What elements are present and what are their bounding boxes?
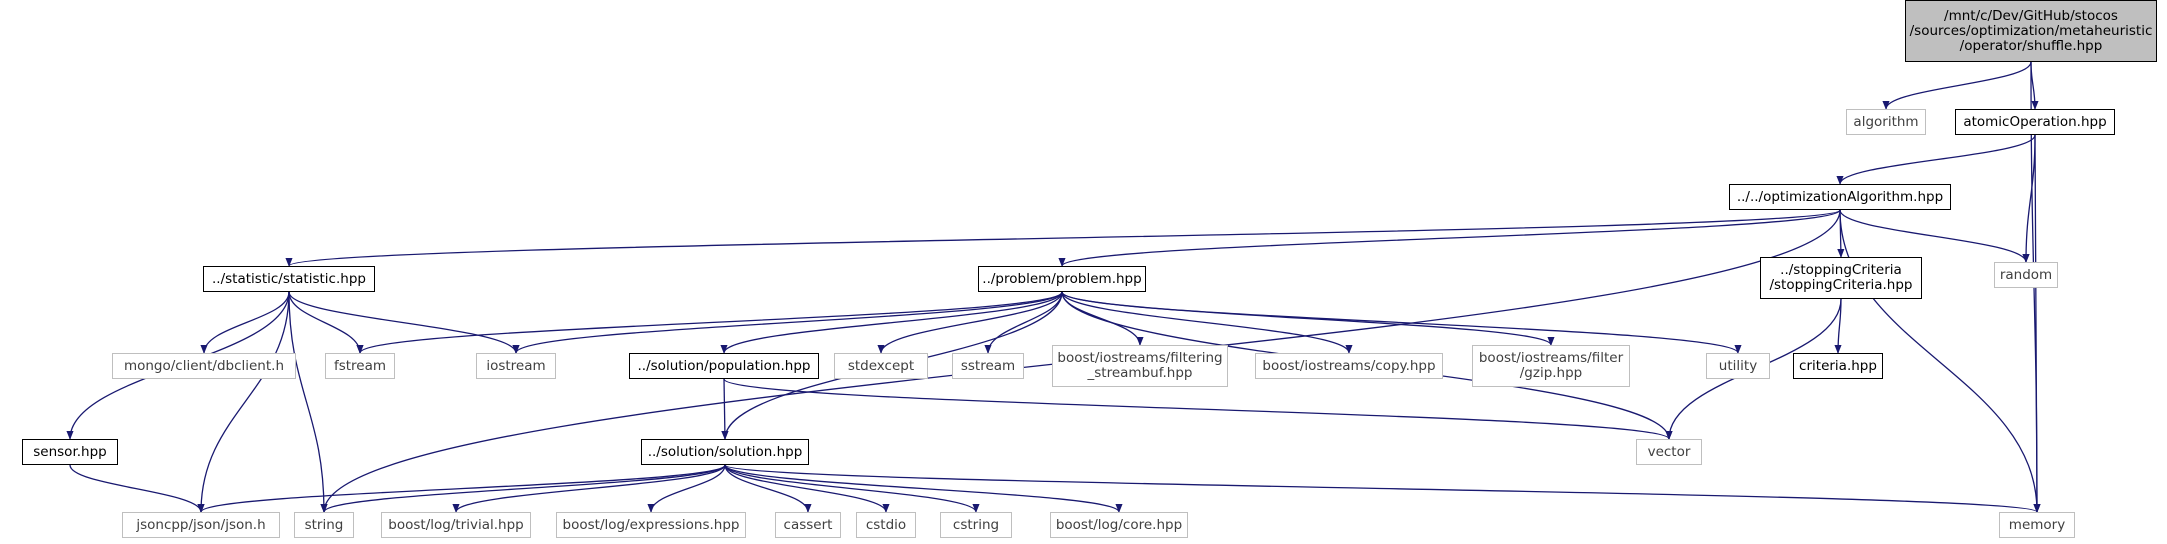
edge-statistic-to-dbclient xyxy=(200,291,290,354)
node-cstdio: cstdio xyxy=(856,512,916,538)
edge-problem-to-utility xyxy=(1061,291,1742,354)
node-filtering: boost/iostreams/filtering _streambuf.hpp xyxy=(1052,345,1228,387)
edge-problem-to-fstream xyxy=(356,291,1063,354)
edge-problem-to-iostream xyxy=(512,291,1063,354)
node-algorithm: algorithm xyxy=(1846,109,1926,135)
edge-solution-to-cassert xyxy=(724,464,812,513)
node-copy: boost/iostreams/copy.hpp xyxy=(1255,353,1443,379)
node-root[interactable]: /mnt/c/Dev/GitHub/stocos /sources/optimi… xyxy=(1905,0,2157,62)
node-gzip: boost/iostreams/filter /gzip.hpp xyxy=(1472,345,1630,387)
edge-solution-to-cstdio xyxy=(724,464,890,513)
node-criteria[interactable]: criteria.hpp xyxy=(1793,353,1883,379)
node-core: boost/log/core.hpp xyxy=(1050,512,1188,538)
node-solution[interactable]: ../solution/solution.hpp xyxy=(641,439,809,465)
edge-optalg-to-random xyxy=(1839,209,2030,263)
edge-optalg-to-statistic xyxy=(285,209,1841,267)
edge-solution-to-cstring xyxy=(724,464,980,513)
edge-problem-to-filtering xyxy=(1061,291,1144,346)
node-random: random xyxy=(1994,262,2058,288)
edge-atomicoperation-to-optalg xyxy=(1836,134,2036,185)
node-sensor[interactable]: sensor.hpp xyxy=(22,439,118,465)
node-fstream: fstream xyxy=(325,353,395,379)
node-iostream: iostream xyxy=(476,353,556,379)
edge-problem-to-population xyxy=(720,291,1063,354)
node-stdexcept: stdexcept xyxy=(834,353,928,379)
edge-sensor-to-json xyxy=(69,464,205,513)
node-statistic[interactable]: ../statistic/statistic.hpp xyxy=(203,266,375,292)
edge-solution-to-memory xyxy=(724,464,2041,513)
node-optalg[interactable]: ../../optimizationAlgorithm.hpp xyxy=(1729,184,1951,210)
edge-population-to-solution xyxy=(721,378,729,440)
node-expressions: boost/log/expressions.hpp xyxy=(556,512,746,538)
edge-problem-to-gzip xyxy=(1061,291,1555,346)
node-vector: vector xyxy=(1636,439,1702,465)
edge-solution-to-core xyxy=(724,464,1123,513)
node-cassert: cassert xyxy=(775,512,841,538)
node-memory: memory xyxy=(1999,512,2075,538)
node-dbclient: mongo/client/dbclient.h xyxy=(112,353,296,379)
edge-statistic-to-iostream xyxy=(288,291,520,354)
node-population[interactable]: ../solution/population.hpp xyxy=(629,353,819,379)
node-trivial: boost/log/trivial.hpp xyxy=(381,512,531,538)
edge-problem-to-copy xyxy=(1061,291,1353,354)
edge-problem-to-sstream xyxy=(984,291,1063,354)
node-utility: utility xyxy=(1706,353,1770,379)
node-string: string xyxy=(294,512,354,538)
edge-problem-to-stdexcept xyxy=(877,291,1063,354)
edge-statistic-to-json xyxy=(197,291,290,513)
edge-atomicoperation-to-memory xyxy=(2033,134,2041,513)
edge-solution-to-string xyxy=(320,464,726,513)
node-sstream: sstream xyxy=(952,353,1024,379)
node-stoppingcriteria[interactable]: ../stoppingCriteria /stoppingCriteria.hp… xyxy=(1760,257,1922,299)
node-atomicoperation[interactable]: atomicOperation.hpp xyxy=(1955,109,2115,135)
edge-statistic-to-string xyxy=(288,291,328,513)
node-json: jsoncpp/json/json.h xyxy=(122,512,280,538)
node-cstring: cstring xyxy=(940,512,1012,538)
edge-solution-to-trivial xyxy=(452,464,726,513)
edge-optalg-to-problem xyxy=(1058,209,1841,267)
edge-solution-to-json xyxy=(197,464,726,513)
edge-statistic-to-fstream xyxy=(288,291,364,354)
edge-population-to-vector xyxy=(723,378,1673,440)
edge-root-to-algorithm xyxy=(1882,61,2032,110)
node-problem[interactable]: ../problem/problem.hpp xyxy=(978,266,1146,292)
edge-solution-to-expressions xyxy=(647,464,726,513)
